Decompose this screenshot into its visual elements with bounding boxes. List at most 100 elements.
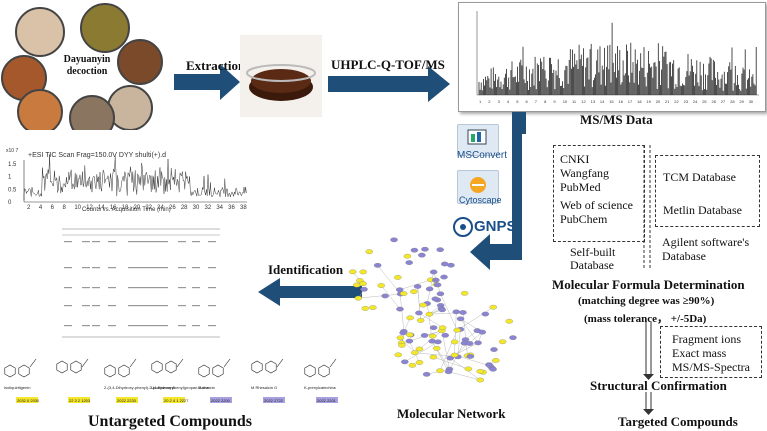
table-cell-text	[128, 267, 168, 269]
network-node	[403, 253, 412, 259]
tcm-db-label: TCM Database	[663, 170, 736, 184]
fragment-box	[660, 326, 762, 378]
spectrum-tick-label: 17	[628, 99, 633, 104]
network-edge	[400, 337, 415, 353]
molecular-network-label: Molecular Network	[397, 406, 506, 421]
db-item-cnki: CNKI	[560, 152, 590, 166]
network-node	[489, 366, 497, 372]
network-node	[361, 306, 370, 311]
tic-ytick-label: 0.5	[8, 187, 17, 193]
network-node	[425, 286, 434, 292]
table-cell-text	[192, 305, 200, 307]
network-edge	[457, 329, 461, 357]
network-edge	[436, 348, 450, 370]
db-item-wangfang: Wangfang	[560, 166, 610, 180]
compound-tag-bg	[316, 397, 338, 403]
network-node	[360, 286, 368, 292]
compound-tag-bg	[68, 397, 90, 403]
network-edge	[460, 318, 479, 344]
tic-chart: x10 7 +ESI TIC Scan Frag=150.0V DYY shul…	[2, 148, 252, 214]
table-cell-text	[178, 267, 186, 269]
network-node	[398, 343, 406, 348]
compound-ring	[304, 364, 316, 378]
spectrum-tick-label: 20	[656, 99, 661, 104]
network-node	[440, 274, 448, 280]
spectrum-tick-label: 23	[684, 99, 689, 104]
spectrum-tick-label: 1	[479, 99, 482, 104]
network-node	[405, 338, 414, 344]
compound-name: M Rhesaicin G	[251, 385, 277, 390]
compound-structure	[151, 358, 184, 374]
extract-photo	[240, 35, 322, 117]
table-cell-text	[128, 305, 168, 307]
network-edge	[440, 293, 458, 331]
mfd-line2: (mass tolerance， +/-5Da)	[584, 313, 707, 325]
network-node	[459, 310, 467, 315]
tic-trace	[23, 154, 247, 200]
network-edge	[448, 371, 481, 381]
network-node	[377, 283, 385, 288]
gnps-icon[interactable]: GNPS	[452, 216, 517, 238]
untargeted-label: Untargeted Compounds	[88, 413, 253, 430]
herb-photos	[1, 3, 163, 141]
exact-mass: Exact mass	[672, 346, 727, 360]
table-cell-text	[92, 241, 100, 243]
compound-tag: 22 3 2 1203	[69, 398, 91, 403]
network-node	[505, 318, 514, 324]
table-cell-text	[64, 287, 72, 289]
compound-tag: 20 2 4 1 2227	[164, 398, 189, 403]
spectrum-tick-label: 24	[693, 99, 698, 104]
fragment-list: Fragment ions Exact mass MS/MS-Spectra	[672, 332, 750, 374]
table-cell-text	[192, 241, 200, 243]
network-node	[394, 275, 402, 280]
network-edge	[381, 285, 401, 310]
compound-tag: 2022 2722	[264, 398, 284, 403]
compound-name: Malbaicin	[198, 385, 215, 390]
network-node	[399, 291, 408, 296]
literature-db-list: CNKI Wangfang PubMed Web of science PubC…	[560, 152, 633, 226]
network-node	[405, 260, 413, 265]
network-node	[415, 360, 424, 365]
network-node	[440, 261, 449, 267]
table-cell-text	[208, 241, 216, 243]
network-node	[478, 329, 487, 335]
arrow-to-network	[470, 112, 522, 270]
network-node	[431, 296, 440, 302]
table-cell-text	[92, 267, 100, 269]
table-cell-text	[92, 287, 100, 289]
table-cell-text	[178, 305, 186, 307]
msconvert-icon[interactable]	[457, 124, 499, 156]
network-node	[429, 269, 438, 275]
network-edge	[358, 293, 401, 299]
network-node	[396, 335, 405, 341]
tic-xtick-label: 18	[122, 205, 129, 211]
spectrum-tick-label: 8	[544, 99, 547, 104]
network-node	[474, 340, 482, 346]
compound-ring	[104, 364, 116, 378]
network-node	[490, 347, 498, 352]
table-cell-text	[128, 241, 168, 243]
table-cell-text	[92, 305, 100, 307]
spectrum-tick-label: 27	[721, 99, 726, 104]
compound-structure	[4, 358, 37, 378]
network-node	[432, 346, 441, 351]
cytoscape-icon[interactable]	[457, 170, 499, 204]
compound-ring	[318, 364, 330, 378]
compound-structure	[304, 358, 337, 378]
network-node	[509, 335, 517, 340]
network-node	[365, 249, 374, 255]
network-node	[464, 366, 473, 372]
literature-db-box	[553, 145, 645, 242]
network-node	[436, 368, 444, 374]
network-node	[433, 282, 442, 288]
spectrum-tick-label: 12	[581, 99, 586, 104]
table-cell-text	[208, 267, 216, 269]
network-node	[406, 315, 414, 321]
table-cell-text	[128, 325, 168, 327]
spectrum-tick-label: 22	[674, 99, 679, 104]
compound-structure	[56, 358, 89, 374]
network-edge	[439, 330, 458, 371]
tic-xlabel: Counts vs. Acquisition Time (min)	[82, 207, 171, 213]
table-cell-text	[64, 325, 72, 327]
compound-structure	[198, 358, 231, 378]
